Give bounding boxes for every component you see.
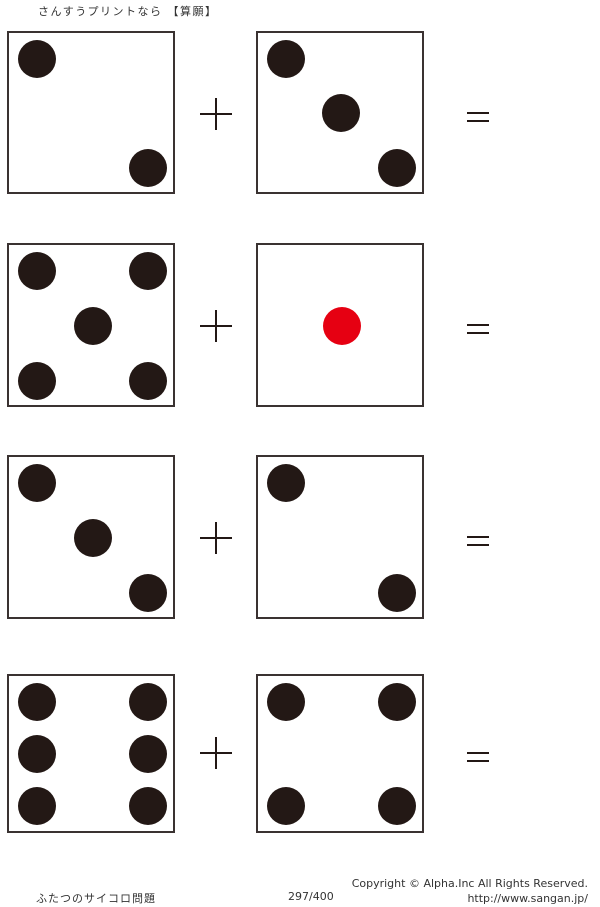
- pip: [18, 683, 56, 721]
- pip: [18, 464, 56, 502]
- pip: [129, 735, 167, 773]
- copyright-text: Copyright © Alpha.Inc All Rights Reserve…: [351, 877, 588, 890]
- pip: [378, 574, 416, 612]
- pip: [378, 787, 416, 825]
- equals-sign: [467, 112, 489, 122]
- die-row4-right: [256, 674, 424, 833]
- pip: [18, 252, 56, 290]
- pip: [129, 683, 167, 721]
- pip: [267, 40, 305, 78]
- pip: [267, 464, 305, 502]
- page-header: さんすうプリントなら 【算願】: [38, 5, 218, 18]
- pip: [18, 735, 56, 773]
- pip-red: [323, 307, 361, 345]
- pip: [267, 683, 305, 721]
- die-row4-left: [7, 674, 175, 833]
- die-row1-left: [7, 31, 175, 194]
- pip: [267, 787, 305, 825]
- equals-sign: [467, 752, 489, 762]
- copyright-block: Copyright © Alpha.Inc All Rights Reserve…: [352, 876, 588, 906]
- pip: [18, 40, 56, 78]
- pip: [18, 787, 56, 825]
- equals-sign: [467, 324, 489, 334]
- page-number: 297/400: [288, 890, 334, 903]
- worksheet-title: ふたつのサイコロ問題: [36, 892, 156, 905]
- site-url-link[interactable]: http://www.sangan.jp/: [467, 892, 588, 905]
- equals-sign: [467, 536, 489, 546]
- pip: [74, 519, 112, 557]
- plus-sign: [200, 98, 232, 130]
- pip: [322, 94, 360, 132]
- plus-sign: [200, 522, 232, 554]
- pip: [378, 149, 416, 187]
- pip: [129, 149, 167, 187]
- plus-sign: [200, 737, 232, 769]
- pip: [129, 574, 167, 612]
- die-row3-left: [7, 455, 175, 619]
- plus-sign: [200, 310, 232, 342]
- pip: [18, 362, 56, 400]
- die-row2-right: [256, 243, 424, 407]
- pip: [129, 252, 167, 290]
- pip: [129, 787, 167, 825]
- pip: [129, 362, 167, 400]
- die-row3-right: [256, 455, 424, 619]
- pip: [74, 307, 112, 345]
- die-row2-left: [7, 243, 175, 407]
- pip: [378, 683, 416, 721]
- die-row1-right: [256, 31, 424, 194]
